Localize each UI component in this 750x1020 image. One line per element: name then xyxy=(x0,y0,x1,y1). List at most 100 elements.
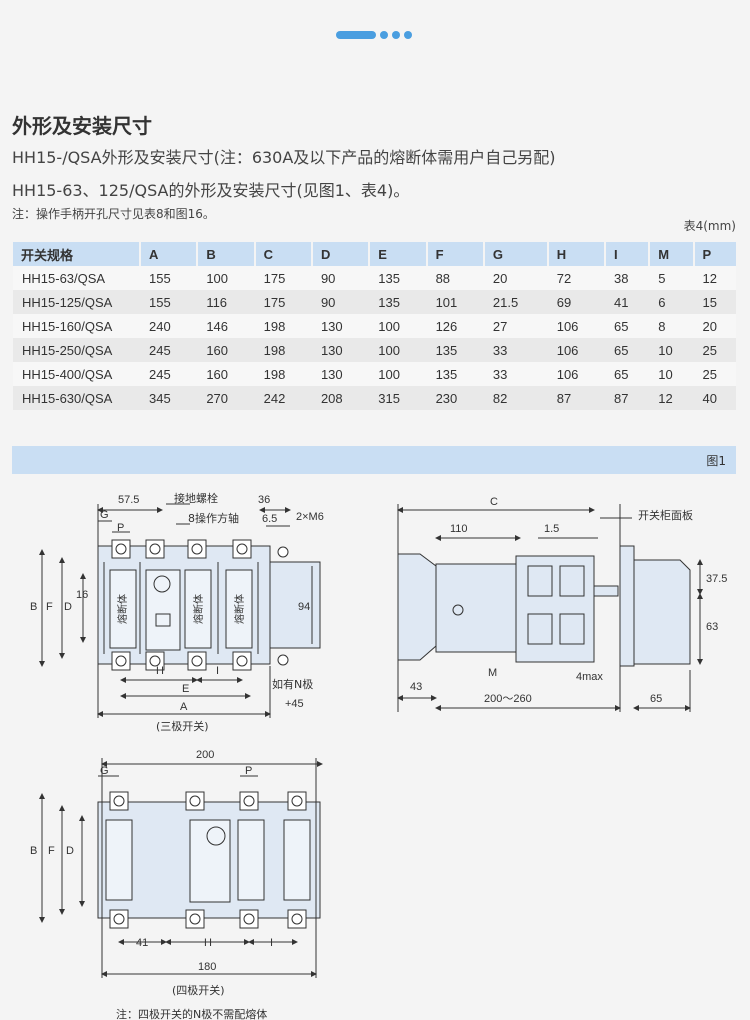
label-ground-bolt: 接地螺栓 xyxy=(174,491,218,505)
dim-i: I xyxy=(216,665,219,677)
n-pole-note: 如有N极 xyxy=(272,677,313,691)
dim-h: H xyxy=(156,665,164,677)
model-cell: HH15-630/QSA xyxy=(13,386,140,410)
intro-line-2: HH15-63、125/QSA的外形及安装尺寸(见图1、表4)。 xyxy=(12,181,410,200)
dim-h-4p: H xyxy=(204,937,212,949)
value-cell: 15 xyxy=(693,290,736,314)
dim-180: 180 xyxy=(198,961,216,973)
dim-200: 200 xyxy=(196,749,214,761)
value-cell: 135 xyxy=(426,362,484,386)
dim-i-4p: I xyxy=(270,937,273,949)
col-header: A xyxy=(138,242,198,266)
dim-m: M xyxy=(488,667,497,679)
dim-6-5: 6.5 xyxy=(262,513,277,525)
dim-b-4p: B xyxy=(30,845,37,857)
carousel-indicator xyxy=(336,31,416,39)
dim-65: 65 xyxy=(650,693,662,705)
dim-41: 41 xyxy=(136,937,148,949)
fuse-label: 熔断体 xyxy=(192,594,205,624)
value-cell: 6 xyxy=(649,290,694,314)
col-header: H xyxy=(546,242,606,266)
value-cell: 198 xyxy=(254,338,312,362)
model-cell: HH15-63/QSA xyxy=(13,266,140,290)
col-header: F xyxy=(425,242,484,266)
value-cell: 270 xyxy=(197,386,255,410)
value-cell: 106 xyxy=(547,362,606,386)
value-cell: 10 xyxy=(649,362,694,386)
col-header: E xyxy=(368,242,427,266)
intro-line-1: HH15-/QSA外形及安装尺寸(注：630A及以下产品的熔断体需用户自己另配) xyxy=(12,148,556,167)
handle-note: 注：操作手柄开孔尺寸见表8和图16。 xyxy=(12,207,215,221)
value-cell: 240 xyxy=(140,314,198,338)
value-cell: 155 xyxy=(140,290,198,314)
col-header: 开关规格 xyxy=(13,242,140,266)
dim-e: E xyxy=(182,683,189,695)
value-cell: 38 xyxy=(605,266,650,290)
value-cell: 27 xyxy=(483,314,548,338)
value-cell: 135 xyxy=(369,290,427,314)
value-cell: 245 xyxy=(140,362,198,386)
value-cell: 175 xyxy=(254,290,312,314)
dim-b: B xyxy=(30,601,37,613)
indicator-active xyxy=(336,31,376,39)
value-cell: 12 xyxy=(649,386,694,410)
value-cell: 146 xyxy=(197,314,255,338)
col-header: C xyxy=(253,242,312,266)
four-pole-drawing xyxy=(39,758,323,978)
fuse-label: 熔断体 xyxy=(116,594,129,624)
dim-2xm6: 2×M6 xyxy=(296,511,324,523)
figure-label: 图1 xyxy=(706,454,726,468)
three-pole-drawing xyxy=(39,503,321,718)
value-cell: 345 xyxy=(140,386,198,410)
dim-g: G xyxy=(100,509,109,521)
value-cell: 130 xyxy=(311,314,370,338)
indicator-dot xyxy=(380,31,388,39)
table-label: 表4(mm) xyxy=(683,219,736,233)
value-cell: 25 xyxy=(693,362,736,386)
dim-16: 16 xyxy=(76,589,88,601)
value-cell: 100 xyxy=(197,266,255,290)
section-heading: 外形及安装尺寸 xyxy=(12,114,152,138)
dim-36: 36 xyxy=(258,494,270,506)
value-cell: 87 xyxy=(547,386,606,410)
value-cell: 90 xyxy=(311,290,370,314)
value-cell: 116 xyxy=(197,290,255,314)
col-header: D xyxy=(310,242,370,266)
value-cell: 10 xyxy=(649,338,694,362)
value-cell: 33 xyxy=(483,362,548,386)
value-cell: 242 xyxy=(254,386,312,410)
value-cell: 100 xyxy=(369,314,427,338)
dim-d-4p: D xyxy=(66,845,74,857)
dim-110: 110 xyxy=(450,523,468,535)
label-shaft: 8操作方轴 xyxy=(188,511,239,525)
dim-p-4p: P xyxy=(245,765,252,777)
dim-a: A xyxy=(180,701,188,713)
value-cell: 155 xyxy=(140,266,198,290)
dim-f-4p: F xyxy=(48,845,55,857)
dim-range: 200～260 xyxy=(484,693,532,705)
dim-g-4p: G xyxy=(100,765,109,777)
value-cell: 198 xyxy=(254,314,312,338)
value-cell: 20 xyxy=(693,314,736,338)
value-cell: 20 xyxy=(483,266,548,290)
value-cell: 100 xyxy=(369,362,427,386)
value-cell: 33 xyxy=(483,338,548,362)
model-cell: HH15-400/QSA xyxy=(13,362,140,386)
figure-footnote: 注：四极开关的N极不需配熔体 xyxy=(116,1007,267,1020)
indicator-dot xyxy=(404,31,412,39)
value-cell: 65 xyxy=(605,338,650,362)
value-cell: 25 xyxy=(693,338,736,362)
table-header-row: 开关规格 A B C D E F G H I M P xyxy=(13,242,736,266)
side-view-drawing xyxy=(397,504,703,712)
dim-37-5: 37.5 xyxy=(706,573,727,585)
value-cell: 69 xyxy=(547,290,606,314)
four-pole-caption: (四极开关) xyxy=(172,983,225,997)
value-cell: 208 xyxy=(311,386,370,410)
indicator-dot xyxy=(392,31,400,39)
